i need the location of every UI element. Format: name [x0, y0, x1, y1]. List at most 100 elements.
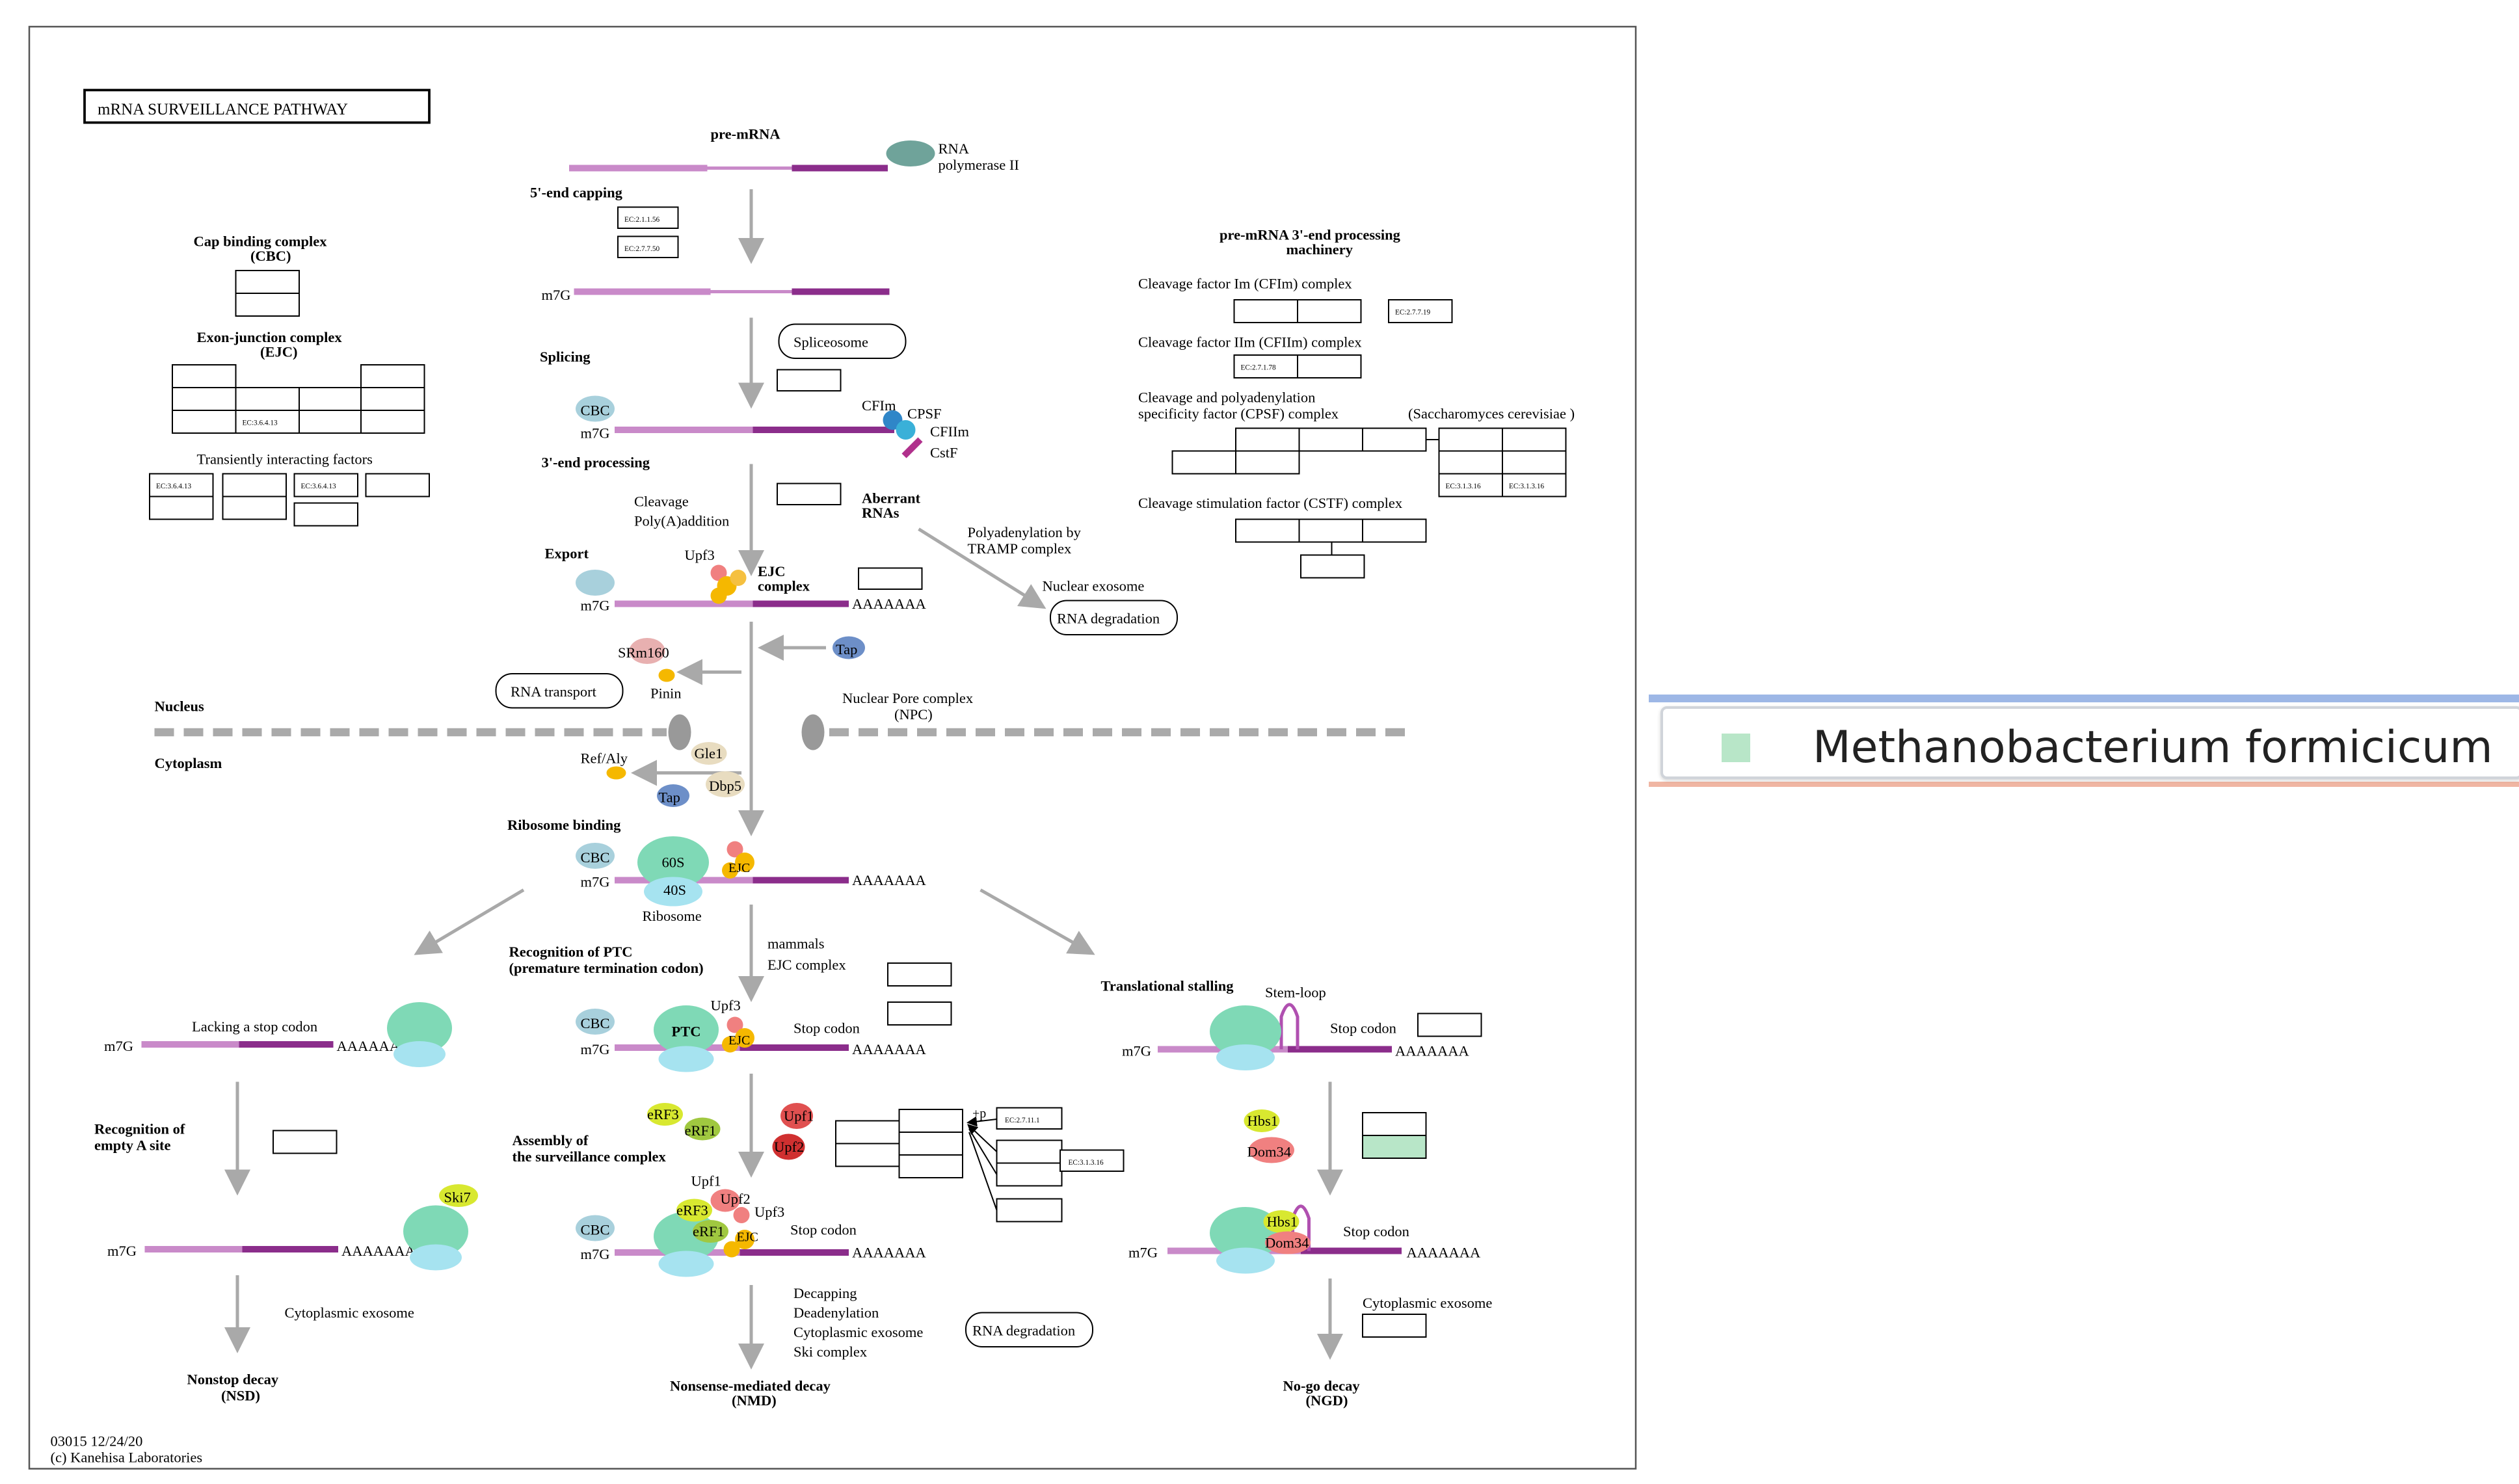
- gene-box[interactable]: [1235, 518, 1300, 543]
- gene-box[interactable]: [360, 410, 425, 434]
- gene-box[interactable]: [299, 387, 364, 411]
- ribosome-40s-icon: [1216, 1044, 1275, 1070]
- rna-degradation-label: RNA degradation: [972, 1323, 1075, 1339]
- 60s-label: 60S: [662, 855, 685, 871]
- gene-box[interactable]: [360, 364, 425, 388]
- recog-empty-label: Recognition of: [94, 1121, 185, 1137]
- gene-box[interactable]: [1502, 450, 1567, 475]
- stop-codon-label: Stop codon: [793, 1020, 860, 1037]
- gene-box[interactable]: [1362, 1112, 1427, 1136]
- gene-box[interactable]: [777, 483, 842, 505]
- gene-box[interactable]: [1502, 427, 1567, 452]
- enzyme-box[interactable]: [996, 1107, 1063, 1130]
- gene-box[interactable]: [777, 369, 842, 391]
- m7g-label: m7G: [581, 1041, 610, 1057]
- reaction-arrow: [966, 1116, 997, 1127]
- flow-arrow: [414, 888, 525, 955]
- gene-box[interactable]: [898, 1154, 963, 1178]
- rna-degradation-link[interactable]: [1050, 600, 1178, 635]
- stop-codon-label: Stop codon: [1343, 1223, 1409, 1239]
- gene-box[interactable]: [996, 1162, 1063, 1187]
- gene-box[interactable]: [1362, 1314, 1427, 1338]
- ribosome-binding-label: Ribosome binding: [507, 817, 621, 833]
- gene-box[interactable]: [835, 1143, 900, 1167]
- gene-box[interactable]: [222, 473, 287, 497]
- gene-box[interactable]: [835, 1120, 900, 1145]
- copyright: (c) Kanehisa Laboratories: [51, 1450, 203, 1466]
- gene-box[interactable]: [1438, 427, 1503, 452]
- enzyme-box[interactable]: [1060, 1149, 1125, 1172]
- ejc-icon: [735, 853, 754, 872]
- gene-box[interactable]: [1438, 450, 1503, 475]
- three-processing-label: 3'-end processing: [542, 455, 650, 471]
- gene-box[interactable]: [1298, 518, 1363, 543]
- enzyme-box[interactable]: [617, 206, 679, 229]
- gene-box[interactable]: [887, 962, 952, 987]
- gene-box[interactable]: [898, 1109, 963, 1133]
- gene-box[interactable]: [360, 387, 425, 411]
- erf1-icon: [693, 1220, 728, 1243]
- gene-box[interactable]: [293, 502, 358, 527]
- ribosome-60s-icon: [403, 1205, 468, 1258]
- enzyme-box[interactable]: [235, 410, 300, 434]
- cleavage-label: Cleavage: [634, 494, 689, 510]
- gene-box[interactable]: [172, 410, 237, 434]
- pathway-diagram: mRNA SURVEILLANCE PATHWAY pre-mRNA RNA p…: [28, 25, 1637, 1470]
- gene-box[interactable]: [887, 1001, 952, 1026]
- pathway-title: mRNA SURVEILLANCE PATHWAY: [98, 101, 348, 118]
- gene-box[interactable]: [172, 387, 237, 411]
- cyto-exosome-label: Cytoplasmic exosome: [1363, 1295, 1492, 1311]
- gene-box[interactable]: [1235, 450, 1300, 475]
- enzyme-box[interactable]: [1502, 473, 1567, 497]
- gene-box[interactable]: [1417, 1013, 1482, 1037]
- gene-box[interactable]: [222, 496, 287, 520]
- recog-empty-label-2: empty A site: [94, 1137, 171, 1154]
- pre3-title-2: machinery: [1286, 241, 1353, 258]
- gene-box[interactable]: [1235, 427, 1300, 452]
- rna-transport-link[interactable]: [495, 673, 624, 709]
- gene-box[interactable]: [235, 269, 300, 294]
- enzyme-box[interactable]: [1233, 354, 1298, 378]
- gene-box[interactable]: [1233, 298, 1298, 323]
- polyadenylation-label: Polyadenylation by: [968, 524, 1082, 540]
- spliceosome-map-link[interactable]: [778, 323, 907, 359]
- enzyme-box[interactable]: [1388, 298, 1453, 323]
- title-box: [83, 88, 431, 124]
- gene-box[interactable]: [1362, 427, 1427, 452]
- gene-box[interactable]: [898, 1132, 963, 1156]
- enzyme-box[interactable]: [293, 473, 358, 497]
- srm160-label: SRm160: [618, 644, 669, 661]
- gene-box[interactable]: [172, 364, 237, 388]
- gene-box[interactable]: [365, 473, 430, 497]
- cstf-icon: [901, 437, 923, 458]
- gene-box[interactable]: [235, 292, 300, 317]
- upf3-icon: [726, 1016, 743, 1033]
- gene-box[interactable]: [273, 1130, 338, 1154]
- ski7-label: Ski7: [444, 1189, 471, 1206]
- gene-box[interactable]: [1300, 554, 1365, 579]
- ski-complex-label: Ski complex: [793, 1344, 867, 1360]
- gene-box[interactable]: [1297, 298, 1362, 323]
- gene-box[interactable]: [149, 496, 214, 520]
- gene-box[interactable]: [1171, 450, 1236, 475]
- gene-box-highlighted[interactable]: [1362, 1135, 1427, 1159]
- m7g-label: m7G: [581, 425, 610, 442]
- gene-box[interactable]: [1362, 518, 1427, 543]
- enzyme-box[interactable]: [617, 235, 679, 258]
- gene-box[interactable]: [1297, 354, 1362, 378]
- gene-box[interactable]: [1298, 427, 1363, 452]
- enzyme-box[interactable]: [1438, 473, 1503, 497]
- cbc-icon: [576, 843, 615, 869]
- rna-degradation-link[interactable]: [965, 1312, 1093, 1347]
- gene-box[interactable]: [996, 1198, 1063, 1223]
- rna-pol-label-2: polymerase II: [939, 157, 1019, 173]
- legend-entry[interactable]: Methanobacterium formicicum: [1660, 706, 2519, 779]
- decapping-label: Decapping: [793, 1285, 857, 1301]
- gene-box[interactable]: [299, 410, 364, 434]
- pre-mrna-label: pre-mRNA: [711, 126, 781, 142]
- gene-box[interactable]: [996, 1139, 1063, 1164]
- cpsf-label: CPSF: [907, 406, 942, 422]
- gene-box[interactable]: [858, 567, 923, 590]
- cbc-title: Cap binding complex: [194, 233, 328, 250]
- gene-box[interactable]: [235, 387, 300, 411]
